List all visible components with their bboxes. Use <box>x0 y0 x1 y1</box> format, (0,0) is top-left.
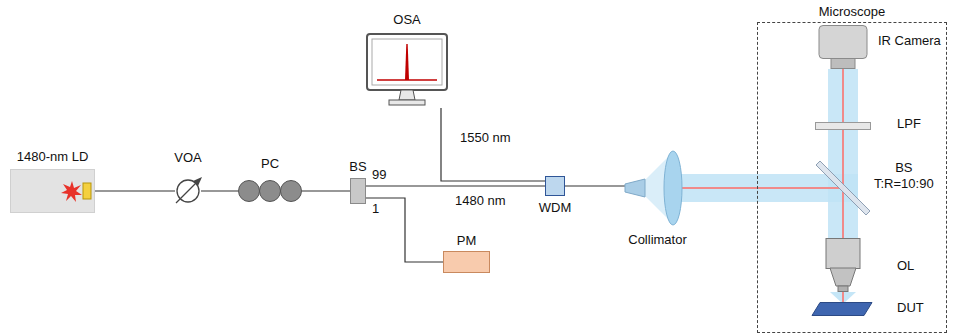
component-label: BS <box>349 159 366 175</box>
component-symbol <box>175 178 201 204</box>
label-group: LPF <box>897 116 921 132</box>
fiber-connector <box>95 190 175 191</box>
component-label: VOA <box>174 150 201 166</box>
component-label: DUT <box>897 300 924 316</box>
fiber-connector <box>441 108 545 181</box>
component-node: PM <box>443 251 490 273</box>
component-symbol <box>350 178 366 204</box>
label-group: IR Camera <box>878 33 941 49</box>
component-label: IR Camera <box>878 33 941 49</box>
component-symbol <box>10 169 95 213</box>
label-group: BST:R=10:90 <box>874 160 934 192</box>
component-symbol <box>815 122 871 130</box>
component-symbol <box>814 160 872 216</box>
port-number: 99 <box>372 167 386 182</box>
component-label: PC <box>261 156 279 172</box>
component-node: OL <box>824 238 862 292</box>
component-label: WDM <box>539 200 572 216</box>
fiber-connector <box>366 198 443 262</box>
label-group: OL <box>897 258 914 274</box>
label-group: WDM <box>539 200 572 216</box>
component-node: Collimator <box>625 150 690 226</box>
component-label: T:R=10:90 <box>874 176 934 192</box>
component-symbol <box>625 150 690 226</box>
label-group: DUT <box>897 300 924 316</box>
fiber-connector <box>201 190 238 191</box>
wavelength-label: 1550 nm <box>458 130 513 145</box>
label-group: PM <box>457 233 477 249</box>
red-beam <box>673 187 843 189</box>
port-number: 1 <box>372 201 379 216</box>
label-group: OSA <box>393 12 420 28</box>
component-node: 1480-nm LD <box>10 169 95 213</box>
component-node: DUT <box>812 302 872 316</box>
component-symbol <box>812 302 872 316</box>
fiber-connector <box>366 185 545 186</box>
component-node: BST:R=10:90 <box>814 160 872 216</box>
component-label: PM <box>457 233 477 249</box>
component-symbol <box>238 180 302 202</box>
label-group: VOA <box>174 150 201 166</box>
label-group: PC <box>261 156 279 172</box>
label-group: Microscope <box>819 4 885 20</box>
component-label: 1480-nm LD <box>17 149 89 165</box>
component-label: OL <box>897 258 914 274</box>
component-label: OSA <box>393 12 420 28</box>
component-symbol <box>365 32 449 108</box>
dashed-enclosure: MicroscopeIR CameraLPFBST:R=10:90OLDUT <box>757 22 947 333</box>
component-label: BS <box>874 160 934 176</box>
component-node: IR Camera <box>815 25 871 69</box>
fiber-connector <box>302 190 350 191</box>
label-group: 1480-nm LD <box>17 149 89 165</box>
component-node: WDM <box>545 176 565 196</box>
label-group: BS <box>349 159 366 175</box>
component-node: LPF <box>815 122 871 130</box>
component-label: Microscope <box>819 4 885 20</box>
component-node: PC <box>238 180 302 202</box>
component-node: BS <box>350 178 366 204</box>
component-node: VOA <box>175 178 201 204</box>
component-symbol <box>815 25 871 69</box>
component-symbol <box>443 251 490 273</box>
label-group: Collimator <box>628 232 687 248</box>
component-symbol <box>545 176 565 196</box>
component-label: Collimator <box>628 232 687 248</box>
component-node: OSA <box>365 32 449 108</box>
wavelength-label: 1480 nm <box>453 193 508 208</box>
fiber-connector <box>565 185 625 186</box>
component-symbol <box>824 238 862 292</box>
component-label: LPF <box>897 116 921 132</box>
